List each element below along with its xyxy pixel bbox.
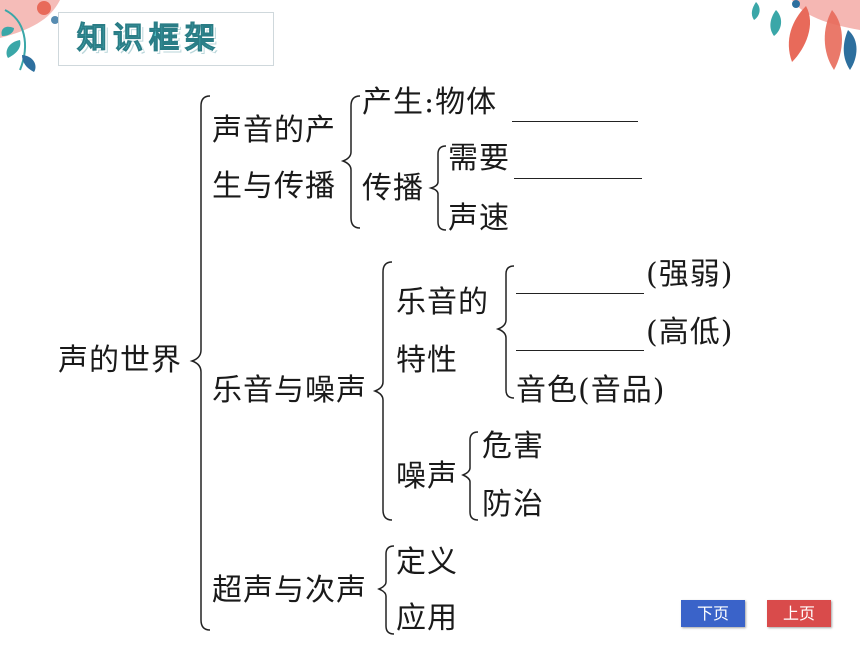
loudness-hint: (强弱)	[646, 257, 734, 292]
root-topic: 声的世界	[58, 343, 182, 378]
section-title: 知识框架	[77, 21, 221, 57]
root-brace	[189, 95, 211, 631]
music-noise-label: 乐音与噪声	[212, 373, 367, 408]
next-page-button[interactable]: 下页	[681, 600, 745, 627]
control-item: 防治	[482, 487, 544, 522]
timbre-item: 音色(音品)	[516, 373, 666, 408]
application-item: 应用	[396, 601, 458, 636]
need-blank	[514, 178, 642, 179]
spread-label: 传播	[362, 171, 424, 206]
ultra-infra-label: 超声与次声	[212, 573, 367, 608]
harm-item: 危害	[482, 429, 544, 464]
loudness-blank	[516, 293, 644, 294]
production-label-line1: 声音的产	[212, 113, 336, 148]
floral-decoration-top-left	[0, 0, 60, 72]
section-title-box: 知识框架	[58, 12, 274, 66]
production-label-line2: 生与传播	[212, 169, 336, 204]
definition-item: 定义	[396, 545, 458, 580]
production-brace	[340, 95, 361, 229]
music-noise-brace	[372, 261, 393, 521]
spread-brace	[428, 145, 447, 231]
floral-decoration-top-right	[751, 0, 860, 70]
features-label-line2: 特性	[396, 343, 458, 378]
pitch-blank	[516, 350, 644, 351]
noise-brace	[461, 431, 479, 521]
noise-label: 噪声	[396, 459, 458, 494]
produce-item: 产生:物体	[362, 85, 498, 120]
pitch-hint: (高低)	[646, 315, 734, 350]
features-label-line1: 乐音的	[396, 285, 489, 320]
produce-blank	[512, 121, 638, 122]
previous-page-button[interactable]: 上页	[767, 600, 831, 627]
features-brace	[495, 265, 515, 399]
need-item: 需要	[448, 141, 510, 176]
ultra-brace	[377, 545, 395, 635]
speed-item: 声速	[448, 201, 510, 236]
